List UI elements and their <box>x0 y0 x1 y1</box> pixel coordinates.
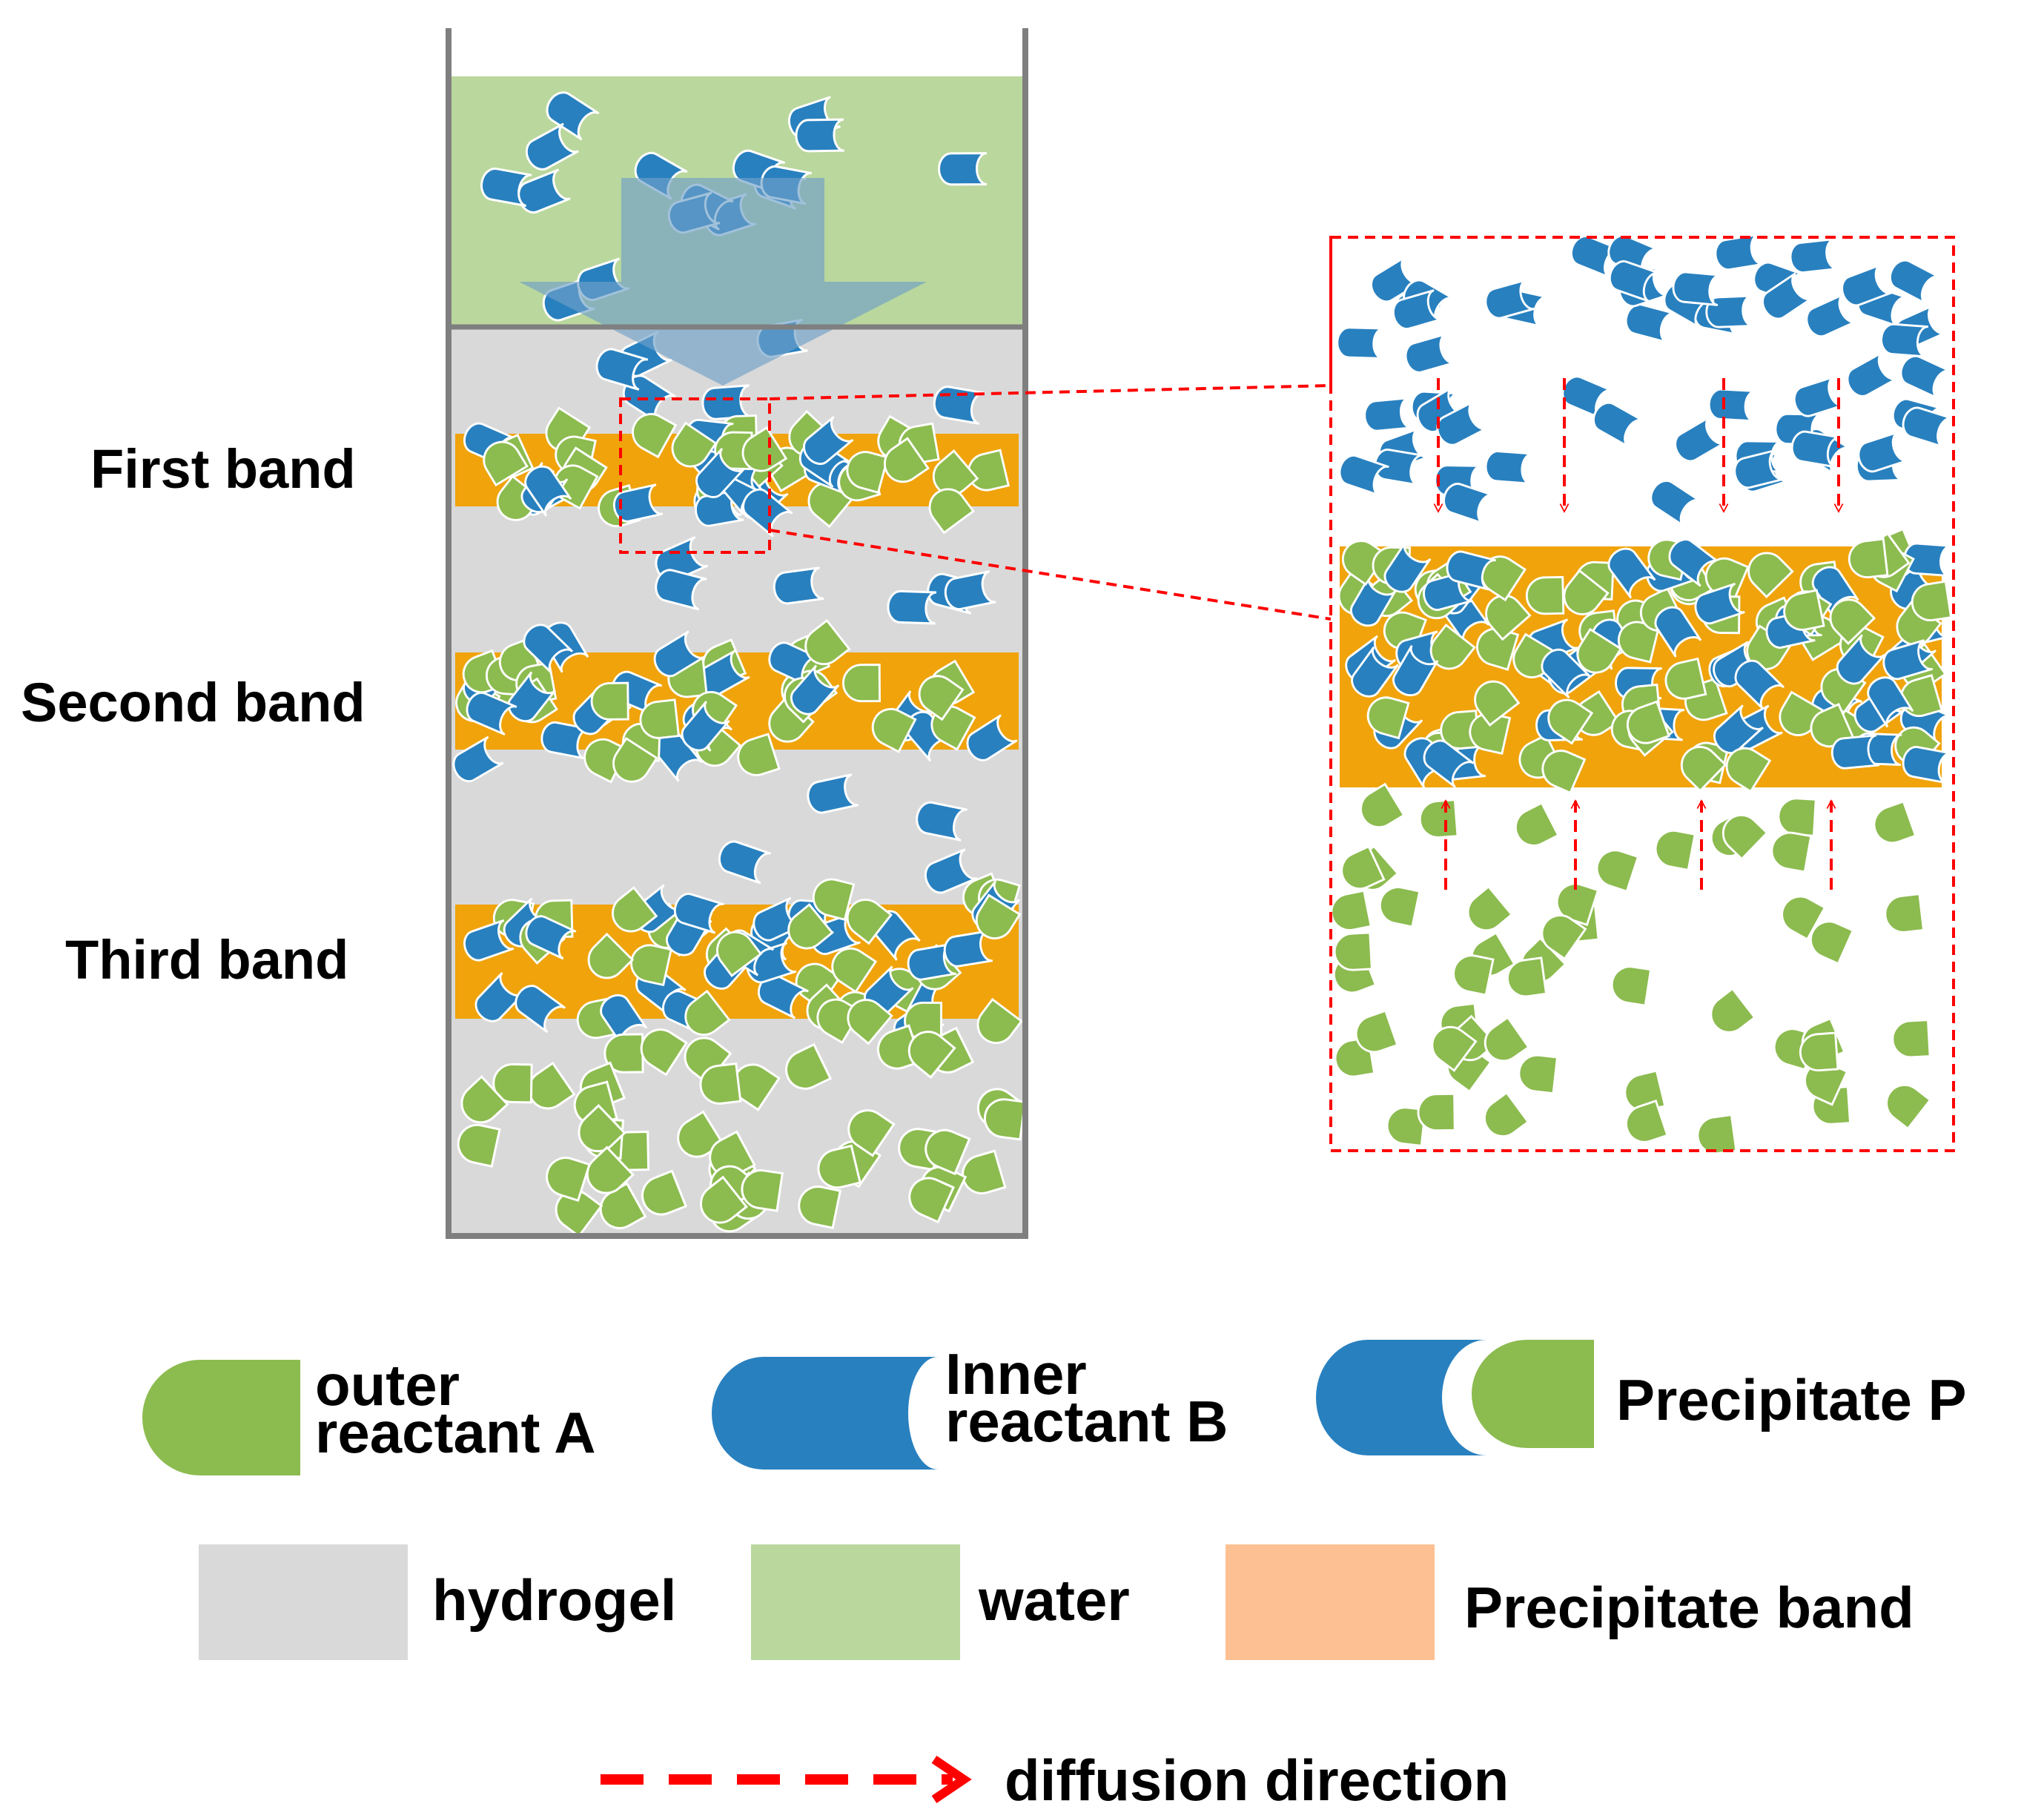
reactant-a-particle <box>1878 1077 1931 1130</box>
reactant-a-particle <box>1651 826 1696 871</box>
zoom-diffusion-arrows <box>1433 378 1844 890</box>
reactant-a-particle <box>590 681 629 721</box>
legend-precipitate-label: Precipitate P <box>1616 1367 1967 1432</box>
reactant-b-particle <box>1484 449 1534 485</box>
reactant-a-particle <box>1417 1092 1456 1132</box>
reactant-a-particle <box>1798 1031 1839 1073</box>
reactant-a-particle <box>1525 575 1565 615</box>
legend-reactant-a-label: outer reactant A <box>315 1352 596 1465</box>
reactant-a-particle <box>1608 962 1653 1007</box>
reactant-b-particle <box>1789 375 1845 420</box>
reactant-b-particle <box>1401 332 1456 377</box>
reactant-b-particle <box>1644 475 1702 528</box>
reactant-a-particle <box>1449 951 1495 996</box>
zoom-particles-top <box>1334 230 1954 528</box>
reactant-a-particle <box>1591 844 1639 893</box>
reactant-b-particle <box>1787 237 1839 275</box>
reactant-a-particle <box>1327 889 1372 935</box>
tube-wall <box>446 28 1028 1239</box>
legend-diffusion-label: diffusion direction <box>1005 1748 1509 1813</box>
legend-precipitate-icon <box>1316 1340 1594 1455</box>
legend-hydrogel-swatch <box>199 1544 408 1660</box>
legend-reactant-b-icon <box>712 1357 938 1470</box>
reactant-a-particle <box>1868 800 1917 849</box>
legend-water-swatch <box>751 1544 960 1660</box>
legend-reactant-b-label: Inner reactant B <box>945 1341 1228 1454</box>
first-band-label: First band <box>90 438 356 500</box>
reactant-a-particle <box>1352 783 1406 836</box>
legend-hydrogel-label: hydrogel <box>432 1567 676 1633</box>
big-diffusion-arrow <box>519 178 927 386</box>
reactant-a-particle <box>1332 931 1373 972</box>
reactant-a-particle <box>1891 1019 1931 1060</box>
legend-band-label: Precipitate band <box>1464 1575 1914 1640</box>
reactant-a-particle <box>1459 885 1513 939</box>
legend: outer reactant A Inner reactant B Precip… <box>142 1340 1967 1813</box>
legend-band-swatch <box>1226 1544 1435 1660</box>
reactant-a-particle <box>1375 882 1421 928</box>
reactant-a-particle <box>1702 988 1756 1041</box>
reactant-a-particle <box>1767 828 1813 873</box>
zoom-panel <box>1327 230 1955 1157</box>
zoom-panel-border <box>1329 236 1955 1152</box>
legend-water-label: water <box>978 1567 1130 1633</box>
reactant-b-particle <box>1898 403 1954 449</box>
legend-reactant-a-icon <box>142 1360 300 1475</box>
reactant-a-particle <box>841 664 881 703</box>
reactant-b-particle <box>1895 351 1952 400</box>
legend-diffusion-arrow <box>601 1756 972 1803</box>
second-band-label: Second band <box>21 672 366 733</box>
zoom-particles-band <box>1331 528 1953 794</box>
reactant-a-particle <box>1418 799 1459 840</box>
zoom-particles-bottom <box>1327 783 1931 1157</box>
reactant-a-particle <box>1476 1091 1529 1145</box>
reactant-a-particle <box>1515 1052 1558 1095</box>
zoom-connectors <box>769 237 1332 621</box>
tube <box>446 28 1028 1240</box>
third-band-label: Third band <box>65 929 348 991</box>
reactant-a-particle <box>1776 796 1817 837</box>
reactant-a-particle <box>1508 801 1560 853</box>
reactant-b-particle <box>1335 325 1385 360</box>
reactant-a-particle <box>1882 893 1925 936</box>
zoom-source-box <box>619 397 771 554</box>
reactant-b-particle <box>1712 233 1764 273</box>
reactant-b-particle <box>1362 397 1413 433</box>
reactant-b-particle <box>1707 387 1757 423</box>
reactant-b-particle <box>1841 351 1899 402</box>
reactant-b-particle <box>1669 415 1727 467</box>
